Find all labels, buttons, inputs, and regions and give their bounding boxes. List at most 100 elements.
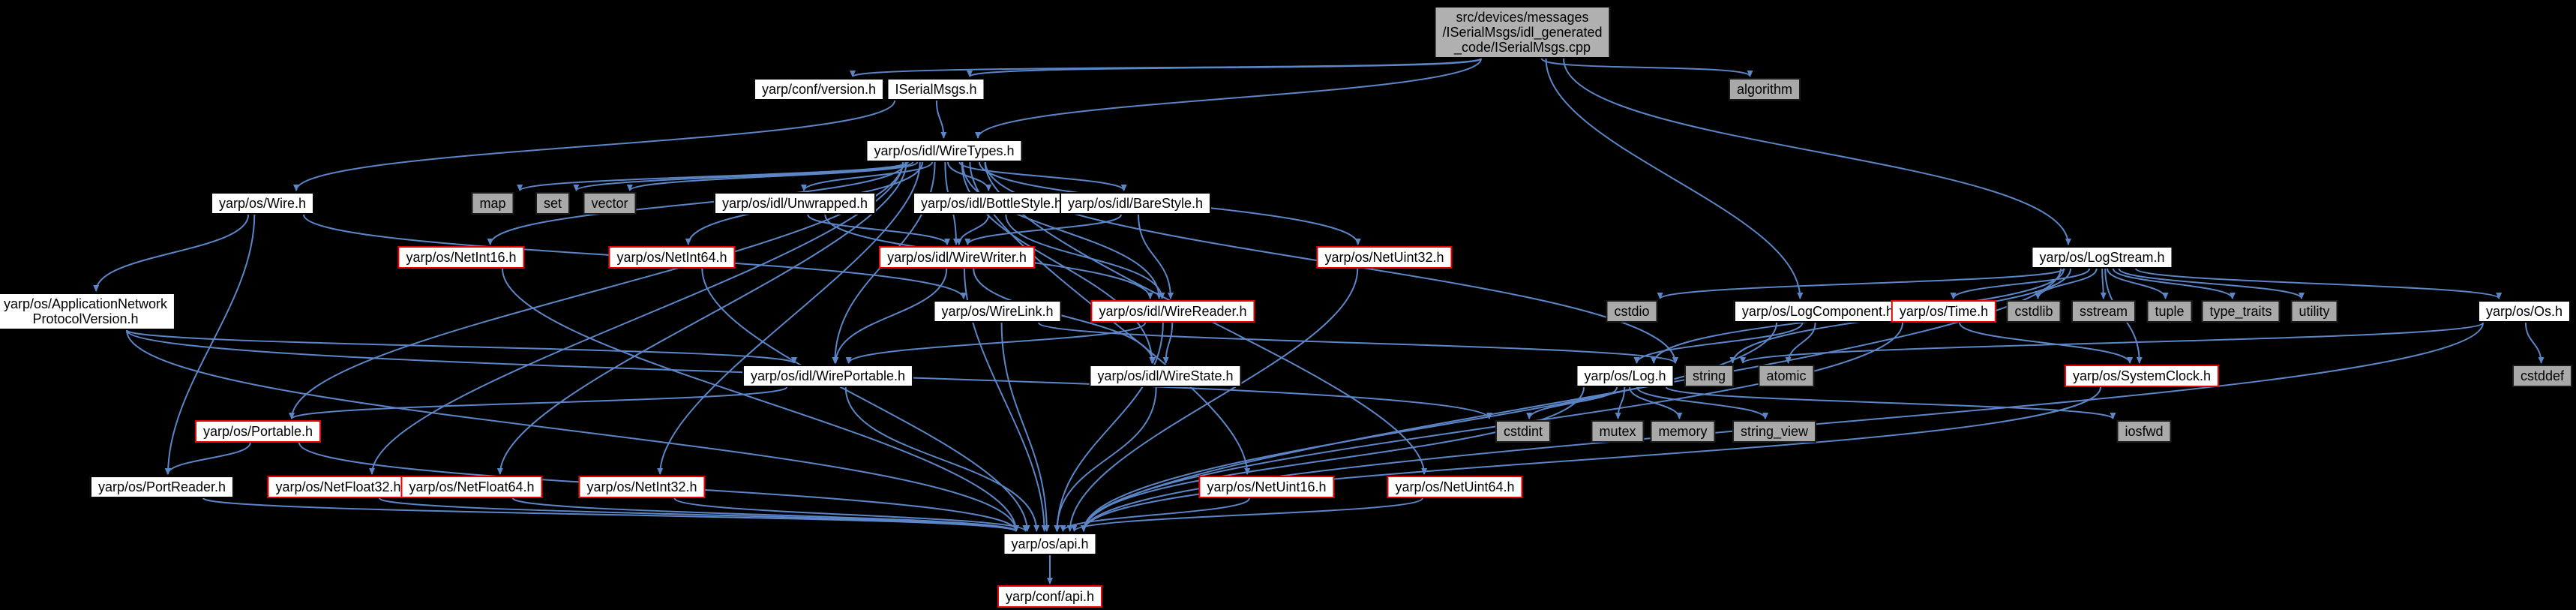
- node-label-line: yarp/conf/api.h: [1005, 589, 1095, 604]
- edge-wire-to-anpv: [93, 214, 250, 292]
- node-logstream[interactable]: yarp/os/LogStream.h: [2031, 246, 2173, 269]
- node-vector: vector: [583, 192, 637, 215]
- node-label-line: yarp/os/idl/BottleStyle.h: [920, 196, 1063, 211]
- edge-iserialmsgs_h-to-wire: [293, 100, 895, 191]
- edge-logstream-to-time: [1950, 268, 2091, 299]
- node-wirereader[interactable]: yarp/os/idl/WireReader.h: [1090, 300, 1255, 323]
- node-algorithm: algorithm: [1728, 78, 1801, 101]
- edge-wiretypes-to-map: [517, 161, 909, 191]
- node-label-line: iosfwd: [2125, 424, 2164, 439]
- edge-logcomponent-to-atomic: [1785, 322, 1816, 364]
- edge-wiretypes-to-set: [573, 161, 914, 191]
- node-label-line: yarp/os/idl/WireState.h: [1097, 368, 1234, 383]
- edge-netint32-to-api: [673, 497, 1029, 532]
- node-memory: memory: [1650, 420, 1716, 443]
- edge-logstream-to-sstream: [2100, 268, 2107, 299]
- node-label-line: cstddef: [2520, 368, 2565, 383]
- node-label-line: cstdlib: [2014, 304, 2053, 319]
- node-portreader[interactable]: yarp/os/PortReader.h: [89, 476, 235, 498]
- node-label-line: sstream: [2079, 304, 2128, 319]
- node-netuint16[interactable]: yarp/os/NetUint16.h: [1198, 476, 1335, 498]
- node-api[interactable]: yarp/os/api.h: [1003, 533, 1097, 555]
- node-netfloat64[interactable]: yarp/os/NetFloat64.h: [400, 476, 543, 498]
- node-label-line: yarp/os/Portable.h: [202, 424, 313, 439]
- node-netuint64[interactable]: yarp/os/NetUint64.h: [1387, 476, 1523, 498]
- node-logcomponent[interactable]: yarp/os/LogComponent.h: [1733, 300, 1903, 323]
- node-os[interactable]: yarp/os/Os.h: [2477, 300, 2572, 323]
- node-label-line: yarp/os/Os.h: [2485, 304, 2563, 319]
- node-barestyle[interactable]: yarp/os/idl/BareStyle.h: [1059, 192, 1212, 215]
- node-label-line: yarp/os/idl/BareStyle.h: [1067, 196, 1204, 211]
- edge-bottlestyle-to-wirereader: [1005, 214, 1165, 299]
- node-systemclock[interactable]: yarp/os/SystemClock.h: [2064, 365, 2220, 387]
- node-label-line: /ISerialMsgs/idl_generated: [1442, 25, 1603, 40]
- node-bottlestyle[interactable]: yarp/os/idl/BottleStyle.h: [912, 192, 1071, 215]
- node-iosfwd: iosfwd: [2116, 420, 2172, 443]
- node-iserialmsgs_h[interactable]: ISerialMsgs.h: [886, 78, 985, 101]
- edge-log-to-stringview: [1636, 386, 1768, 419]
- edge-logstream-to-tuple: [2107, 268, 2169, 299]
- node-label-line: cstdint: [1503, 424, 1543, 439]
- edge-wirereader-to-wireportable: [845, 322, 1147, 364]
- node-wirelink[interactable]: yarp/os/WireLink.h: [933, 300, 1062, 323]
- node-label-line: yarp/os/NetUint16.h: [1207, 479, 1327, 494]
- node-log[interactable]: yarp/os/Log.h: [1576, 365, 1675, 387]
- edge-wirereader-to-wirestate: [1162, 322, 1174, 364]
- edge-barestyle-to-wirewriter: [964, 214, 1122, 245]
- node-tuple: tuple: [2146, 300, 2193, 323]
- edge-barestyle-to-wirereader: [1138, 214, 1174, 299]
- node-label-line: string: [1692, 368, 1726, 383]
- edge-logcomponent-to-api: [1081, 322, 1777, 532]
- node-confapi[interactable]: yarp/conf/api.h: [997, 585, 1103, 608]
- node-netint16[interactable]: yarp/os/NetInt16.h: [397, 246, 525, 269]
- edge-wiretypes-to-netint16: [487, 161, 907, 245]
- edge-wireportable-to-portable: [289, 386, 787, 419]
- edge-cpp-to-logstream: [1563, 58, 2071, 245]
- node-wirestate[interactable]: yarp/os/idl/WireState.h: [1089, 365, 1242, 387]
- node-label-line: yarp/os/NetInt16.h: [406, 250, 517, 265]
- edge-netuint64-to-api: [1071, 497, 1423, 532]
- edge-netint16-to-api: [502, 268, 1019, 532]
- node-portable[interactable]: yarp/os/Portable.h: [194, 420, 322, 443]
- node-netint64[interactable]: yarp/os/NetInt64.h: [608, 246, 736, 269]
- node-label-line: yarp/os/LogComponent.h: [1741, 304, 1894, 319]
- node-label-line: memory: [1658, 424, 1708, 439]
- node-label-line: tuple: [2155, 304, 2185, 319]
- node-version[interactable]: yarp/conf/version.h: [753, 78, 885, 101]
- edge-os-to-cstddef: [2524, 322, 2545, 364]
- edge-logcomponent-to-log: [1633, 322, 1804, 364]
- node-wirewriter[interactable]: yarp/os/idl/WireWriter.h: [879, 246, 1035, 269]
- edge-wirestate-to-api: [1054, 386, 1157, 532]
- node-label-line: ISerialMsgs.h: [895, 82, 977, 97]
- node-label-line: utility: [2299, 304, 2330, 319]
- edge-time-to-systemclock: [1959, 322, 2134, 364]
- edge-cpp-to-algorithm: [1540, 58, 1753, 77]
- edge-wire-to-portreader: [165, 214, 256, 475]
- edge-logstream-to-utility: [2118, 268, 2305, 299]
- node-label-line: yarp/os/Log.h: [1584, 368, 1666, 383]
- node-label-line: type_traits: [2209, 304, 2272, 319]
- edge-wirewriter-to-wirestate: [973, 268, 1156, 364]
- edge-os-to-string: [1740, 322, 2484, 364]
- node-label-line: yarp/os/NetFloat64.h: [409, 479, 535, 494]
- node-label-line: map: [479, 196, 506, 211]
- node-unwrapped[interactable]: yarp/os/idl/Unwrapped.h: [713, 192, 877, 215]
- node-label-line: yarp/os/Wire.h: [218, 196, 307, 211]
- edge-log-to-iosfwd: [1666, 386, 2116, 419]
- edge-wiretypes-to-bottlestyle: [947, 161, 992, 191]
- edge-cpp-to-logcomponent: [1545, 58, 1804, 299]
- node-label-line: algorithm: [1736, 82, 1793, 97]
- node-netint32[interactable]: yarp/os/NetInt32.h: [578, 476, 706, 498]
- node-label-line: yarp/conf/version.h: [761, 82, 877, 97]
- edge-cpp-to-iserialmsgs_h: [967, 58, 1482, 77]
- node-wire[interactable]: yarp/os/Wire.h: [210, 192, 315, 215]
- edge-netuint32-to-api: [1066, 268, 1359, 532]
- edge-logstream-to-os: [2135, 268, 2503, 299]
- node-cstdlib: cstdlib: [2006, 300, 2062, 323]
- node-netuint32[interactable]: yarp/os/NetUint32.h: [1316, 246, 1453, 269]
- node-time[interactable]: yarp/os/Time.h: [1891, 300, 1997, 323]
- node-netfloat32[interactable]: yarp/os/NetFloat32.h: [267, 476, 409, 498]
- node-wiretypes[interactable]: yarp/os/idl/WireTypes.h: [865, 140, 1023, 162]
- node-wireportable[interactable]: yarp/os/idl/WirePortable.h: [742, 365, 914, 387]
